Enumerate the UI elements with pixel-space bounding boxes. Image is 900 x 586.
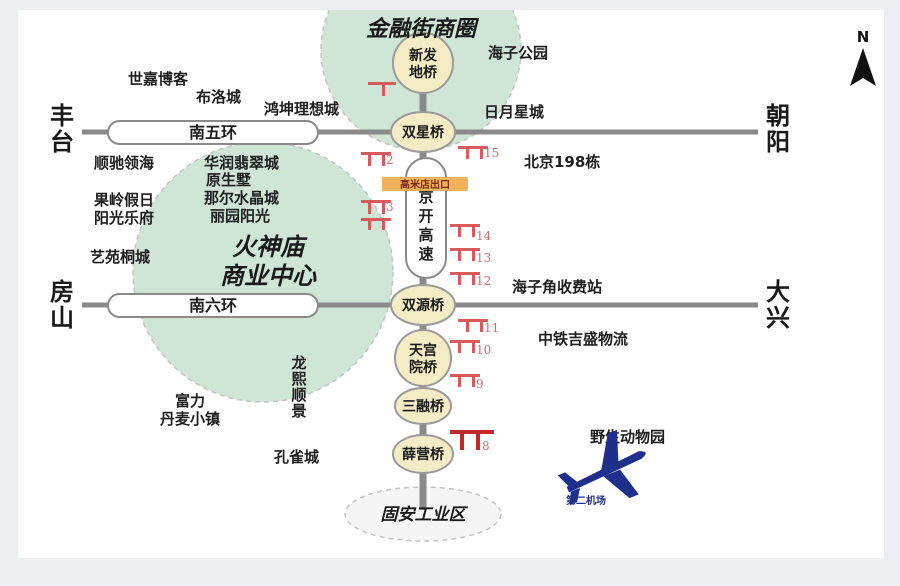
place-yiyuan: 艺苑桐城 [90, 248, 150, 266]
exit-number-2: 2 [386, 153, 394, 167]
place-riyue: 日月星城 [484, 103, 544, 121]
place-longxi-1: 龙 [290, 354, 306, 372]
place-shunchi: 顺驰领海 [94, 154, 154, 172]
district-fangshan-2: 山 [50, 304, 74, 332]
node-xinfa-line1: 新发 [409, 47, 438, 64]
node-xinfa [392, 32, 454, 94]
expressway-char-2: 开 [418, 207, 433, 225]
node-xueying-label: 薛营桥 [402, 446, 445, 463]
node-sanrong-label: 三融桥 [402, 398, 445, 415]
place-guoling: 果岭假日 [93, 191, 154, 209]
place-longxi-2: 熙 [291, 370, 306, 388]
place-beijing198: 北京198栋 [524, 153, 600, 171]
district-fengtai-2: 台 [50, 128, 74, 156]
exit-number-15: 15 [484, 146, 499, 160]
exit-marker-15 [458, 146, 488, 159]
expressway-char-1: 京 [418, 188, 433, 206]
node-shuangyuan [390, 284, 456, 326]
exit-number-14: 14 [476, 229, 492, 243]
south5-ring-pill [107, 120, 319, 145]
south6-ring-label: 南六环 [189, 296, 237, 315]
node-tiangong [394, 329, 452, 387]
place-buluo: 布洛城 [196, 88, 241, 106]
node-tiangong-line1: 天宫 [409, 342, 437, 359]
exit-marker-3 [361, 200, 391, 214]
exit-marker-9 [450, 374, 480, 387]
node-shuangxing [390, 111, 456, 153]
node-shuangyuan-label: 双源桥 [402, 297, 445, 314]
exit-marker-12 [450, 272, 480, 285]
exit-marker-top [368, 82, 396, 96]
node-shuangxing-label: 双星桥 [402, 124, 445, 141]
expressway-char-4: 速 [418, 245, 433, 263]
exit-label: 高米店出口 [400, 178, 450, 191]
node-xinfa-line2: 地桥 [409, 64, 438, 81]
place-kongque: 孔雀城 [274, 448, 319, 466]
node-sanrong [394, 387, 452, 425]
place-haizi-park: 海子公园 [488, 44, 548, 62]
exit-number-12: 12 [476, 274, 491, 288]
place-airport: 第二机场 [566, 494, 606, 507]
exit-number-10: 10 [476, 343, 491, 357]
district-daxing-2: 兴 [766, 304, 790, 332]
place-haizijiao: 海子角收费站 [512, 278, 602, 296]
exit-marker-8 [450, 430, 494, 450]
district-fengtai-1: 丰 [50, 102, 74, 130]
district-chaoyang-1: 朝 [766, 102, 790, 130]
zone-jinrongjie-label: 金融街商圈 [366, 16, 480, 42]
exit-number-11: 11 [484, 321, 499, 335]
exit-number-9: 9 [476, 377, 484, 391]
district-daxing-1: 大 [766, 278, 790, 306]
place-shijia: 世嘉博客 [128, 70, 189, 88]
south5-ring-label: 南五环 [189, 123, 237, 142]
place-hongkun: 鸿坤理想城 [264, 100, 339, 118]
exit-marker-13 [450, 248, 480, 261]
exit-marker-11 [458, 319, 488, 332]
place-fuli-1: 富力 [175, 392, 205, 410]
place-yuansheng: 原生墅 [206, 171, 251, 189]
south6-ring-pill [107, 293, 319, 318]
expressway-char-3: 高 [418, 226, 433, 244]
zone-huoshenmiao-line1: 火神庙 [232, 233, 308, 261]
exit-marker-3b [361, 218, 391, 230]
place-zhongtie: 中铁吉盛物流 [538, 330, 628, 348]
exit-label-box [382, 177, 468, 191]
airplane-icon [557, 429, 646, 506]
district-fangshan-1: 房 [50, 278, 74, 306]
exit-number-13: 13 [476, 251, 491, 265]
zone-guan-label: 固安工业区 [381, 505, 469, 525]
north-arrow-icon [850, 48, 876, 86]
map-canvas: 南五环 南六环 京 开 高 速 高米店出口 新发 地桥 双星桥 双源桥 天宫 院… [18, 0, 884, 558]
place-huarun: 华润翡翠城 [204, 154, 279, 172]
map-svg: 南五环 南六环 京 开 高 速 高米店出口 新发 地桥 双星桥 双源桥 天宫 院… [50, 0, 876, 542]
place-longxi-3: 顺 [291, 386, 306, 404]
compass-label: N [857, 28, 870, 46]
exit-marker-10 [450, 340, 480, 353]
place-yangguang: 阳光乐府 [94, 209, 154, 227]
node-xueying [392, 434, 454, 474]
place-zoo: 野生动物园 [590, 428, 665, 446]
district-chaoyang-2: 阳 [766, 128, 790, 156]
exit-number-8: 8 [482, 439, 490, 453]
exit-number-3: 3 [386, 200, 394, 214]
place-fuli-2: 丹麦小镇 [160, 410, 220, 428]
zone-huoshenmiao-line2: 商业中心 [220, 262, 317, 290]
exit-marker-2 [361, 152, 391, 166]
place-longxi-4: 景 [291, 402, 306, 420]
place-naer: 那尔水晶城 [204, 189, 279, 207]
place-liyuan: 丽园阳光 [210, 207, 270, 225]
node-tiangong-line2: 院桥 [409, 359, 438, 376]
exit-marker-14 [450, 224, 480, 237]
